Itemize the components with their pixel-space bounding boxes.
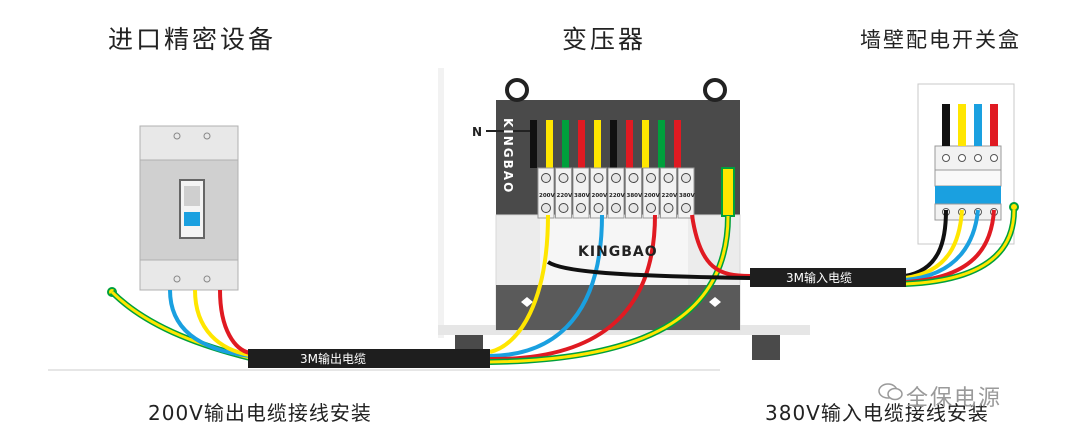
terminal-wire-stub — [594, 120, 601, 168]
terminal-wire-stub — [578, 120, 585, 168]
input-cable-sleeve — [750, 268, 906, 287]
terminal-screw — [681, 203, 691, 213]
terminal-screw — [646, 173, 656, 183]
title-wall-switch-box: 墙壁配电开关盒 — [860, 28, 1021, 52]
terminal-wire-stub — [674, 120, 681, 168]
lifting-ring-right — [703, 78, 727, 102]
terminal-voltage-label: 220V — [609, 193, 625, 199]
watermark-text: 全保电源 — [906, 386, 1003, 411]
breaker-indicator — [184, 212, 200, 226]
terminal-screw — [663, 203, 674, 213]
caption-output-cable: 200V输出电缆接线安装 — [148, 401, 372, 425]
switch-wire-stub — [958, 104, 966, 146]
switch-terminal-screw — [990, 154, 998, 162]
terminal-screw — [611, 203, 621, 213]
transformer-body — [438, 68, 810, 360]
terminal-wire-stub — [626, 120, 633, 168]
title-transformer: 变压器 — [562, 25, 647, 54]
terminal-screw — [576, 173, 586, 183]
terminal-screw — [663, 173, 674, 183]
terminal-screw — [628, 203, 639, 213]
brand-front: KINGBAO — [578, 244, 658, 260]
terminal-screw — [611, 173, 621, 183]
terminal-voltage-label: 380V — [627, 193, 643, 199]
terminal-stubs — [530, 120, 681, 168]
terminal-screw — [628, 173, 639, 183]
terminal-voltage-label: 200V — [644, 193, 660, 199]
brand-vertical: KINGBAO — [501, 118, 515, 194]
terminal-screw — [558, 173, 569, 183]
terminal-screw — [646, 203, 656, 213]
caption-input-cable: 380V输入电缆接线安装 — [765, 401, 989, 425]
terminal-screw — [593, 203, 604, 213]
neutral-label: N — [472, 125, 482, 139]
terminal-voltage-label: 220V — [557, 193, 573, 199]
input-cable-label: 3M输入电缆 — [786, 270, 852, 285]
terminal-voltage-label: 380V — [574, 193, 590, 199]
switch-wire-stub — [974, 104, 982, 146]
switch-wire-stub — [990, 104, 998, 146]
switch-wire-stub — [942, 104, 950, 146]
terminal-voltage-label: 220V — [662, 193, 678, 199]
terminal-screw — [576, 203, 586, 213]
output-cable-label: 3M输出电缆 — [300, 351, 366, 366]
title-precision-equipment: 进口精密设备 — [108, 25, 277, 54]
switch-terminal-screw — [942, 154, 950, 162]
terminal-wire-stub — [562, 120, 569, 168]
precision-equipment — [139, 125, 239, 291]
output-cable-sleeve — [248, 349, 490, 368]
terminal-wire-stub — [610, 120, 617, 168]
ground-terminal-right — [1009, 202, 1019, 212]
switch-terminal-screw — [958, 154, 966, 162]
switch-terminal-screw — [974, 154, 982, 162]
switch-wires — [942, 104, 998, 216]
terminal-screw — [541, 203, 551, 213]
wechat-icon — [878, 383, 903, 401]
terminal-wire-stub — [642, 120, 649, 168]
terminal-screw — [681, 173, 691, 183]
terminal-wire-stub — [546, 120, 553, 168]
terminal-wire-stub — [530, 120, 537, 168]
terminal-voltage-label: 200V — [539, 193, 555, 199]
terminal-screw — [541, 173, 551, 183]
terminal-voltage-label: 200V — [592, 193, 608, 199]
terminal-voltage-label: 380V — [679, 193, 695, 199]
terminal-screw — [593, 173, 604, 183]
terminal-screw — [558, 203, 569, 213]
lifting-ring-left — [505, 78, 529, 102]
ground-clip — [721, 167, 735, 217]
terminal-wire-stub — [658, 120, 665, 168]
